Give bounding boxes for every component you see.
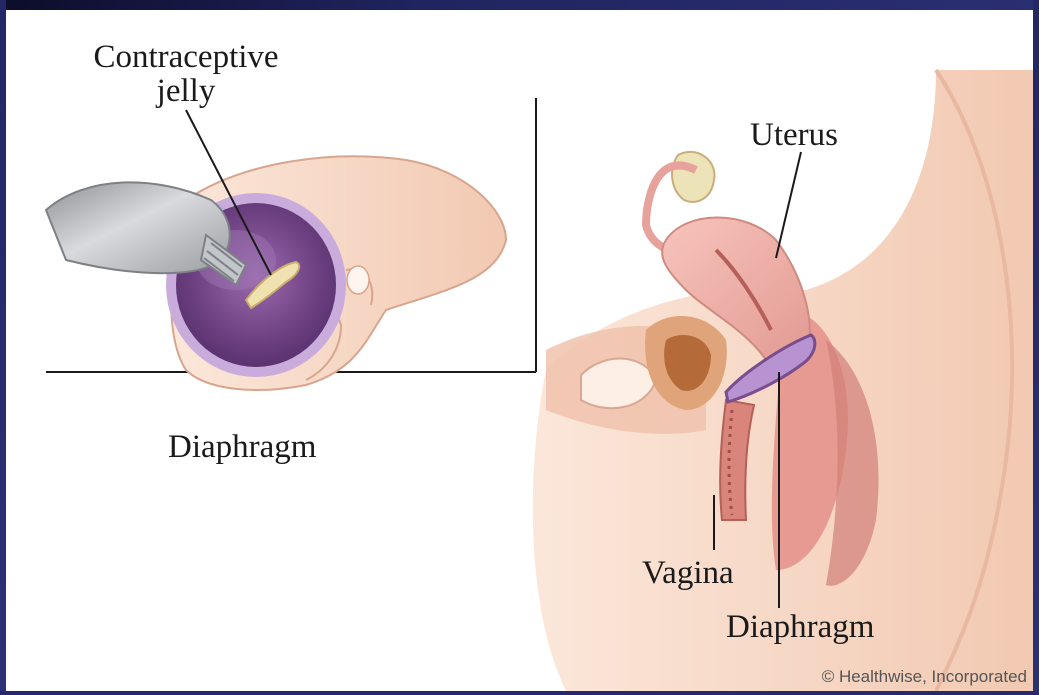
label-diaphragm-right: Diaphragm — [726, 610, 874, 644]
label-diaphragm-left: Diaphragm — [168, 430, 316, 464]
frame-bottom — [0, 691, 1039, 695]
label-contraceptive-jelly-text: Contraceptive jelly — [66, 40, 306, 108]
label-vagina: Vagina — [642, 556, 734, 590]
uterus-leader-line — [776, 152, 801, 258]
body-cross-section — [533, 70, 1033, 691]
copyright-credit: © Healthwise, Incorporated — [822, 667, 1027, 687]
label-contraceptive-jelly: Contraceptive jelly — [66, 40, 306, 108]
frame-right — [1033, 0, 1039, 695]
hand-with-diaphragm — [46, 110, 506, 390]
frame-top — [0, 0, 1039, 10]
diagram-canvas: Contraceptive jelly Diaphragm Uterus Vag… — [6, 10, 1033, 691]
diagram-illustration — [6, 10, 1033, 691]
label-uterus: Uterus — [750, 118, 838, 152]
